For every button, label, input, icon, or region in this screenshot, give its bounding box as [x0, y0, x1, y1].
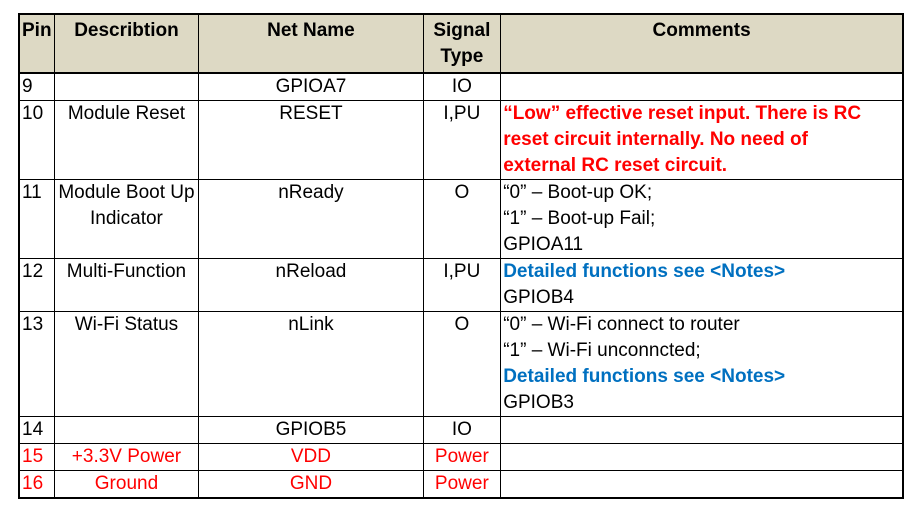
comment-line: Detailed functions see <Notes> [503, 366, 786, 387]
cell-net-name: GND [198, 470, 424, 499]
cell-description: Wi-Fi Status [53, 311, 200, 417]
cell-comments: “0” – Wi-Fi connect to router “1” – Wi-Fi… [500, 311, 904, 417]
header-signal-type: Signal Type [422, 13, 502, 74]
header-signal-type-line1: Signal [433, 20, 491, 41]
cell-description: Module Reset [53, 100, 200, 180]
cell-pin: 14 [18, 416, 55, 444]
cell-description: Ground [53, 470, 200, 499]
cell-signal-type: Power [422, 470, 502, 499]
header-row: Pin Describtion Net Name Signal Type Com… [18, 13, 904, 74]
comment-line: “1” – Wi-Fi unconncted; [503, 340, 701, 361]
cell-pin: 13 [18, 311, 55, 417]
cell-comments [500, 416, 904, 444]
cell-signal-type: O [422, 311, 502, 417]
comment-line: “0” – Wi-Fi connect to router [503, 314, 740, 335]
cell-signal-type: Power [422, 443, 502, 471]
comment-line: GPIOA11 [503, 234, 584, 255]
cell-comments: “0” – Boot-up OK; “1” – Boot-up Fail; GPIO… [500, 179, 904, 259]
cell-net-name: GPIOA7 [198, 72, 424, 101]
cell-comments: Detailed functions see <Notes> GPIOB4 [500, 258, 904, 312]
cell-net-name: nReload [198, 258, 424, 312]
header-pin: Pin [18, 13, 55, 74]
comment-line: reset circuit internally. No need of [503, 129, 808, 150]
cell-signal-type: IO [422, 416, 502, 444]
pin-table: Pin Describtion Net Name Signal Type Com… [18, 13, 904, 499]
cell-signal-type: IO [422, 72, 502, 101]
cell-pin: 12 [18, 258, 55, 312]
cell-signal-type: O [422, 179, 502, 259]
header-net-name: Net Name [198, 13, 424, 74]
cell-description: +3.3V Power [53, 443, 200, 471]
cell-net-name: nReady [198, 179, 424, 259]
comment-line: “1” – Boot-up Fail; [503, 208, 656, 229]
cell-comments: “Low” effective reset input. There is RC… [500, 100, 904, 180]
cell-net-name: RESET [198, 100, 424, 180]
header-comments: Comments [500, 13, 904, 74]
comment-line: “0” – Boot-up OK; [503, 182, 653, 203]
cell-net-name: VDD [198, 443, 424, 471]
cell-description [53, 72, 200, 101]
cell-pin: 9 [18, 72, 55, 101]
cell-pin: 11 [18, 179, 55, 259]
cell-description [53, 416, 200, 444]
comment-line: “Low” effective reset input. There is RC [503, 103, 862, 124]
comment-line: Detailed functions see <Notes> [503, 261, 786, 282]
cell-pin: 16 [18, 470, 55, 499]
comment-line: GPIOB4 [503, 287, 574, 308]
cell-description: Module Boot Up Indicator [53, 179, 200, 259]
cell-signal-type: I,PU [422, 258, 502, 312]
cell-comments [500, 72, 904, 101]
header-description: Describtion [53, 13, 200, 74]
cell-comments [500, 443, 904, 471]
cell-pin: 10 [18, 100, 55, 180]
cell-signal-type: I,PU [422, 100, 502, 180]
comment-line: external RC reset circuit. [503, 155, 728, 176]
header-signal-type-line2: Type [440, 46, 484, 67]
cell-comments [500, 470, 904, 499]
comment-line: GPIOB3 [503, 392, 574, 413]
cell-net-name: nLink [198, 311, 424, 417]
cell-description: Multi-Function [53, 258, 200, 312]
cell-pin: 15 [18, 443, 55, 471]
cell-net-name: GPIOB5 [198, 416, 424, 444]
